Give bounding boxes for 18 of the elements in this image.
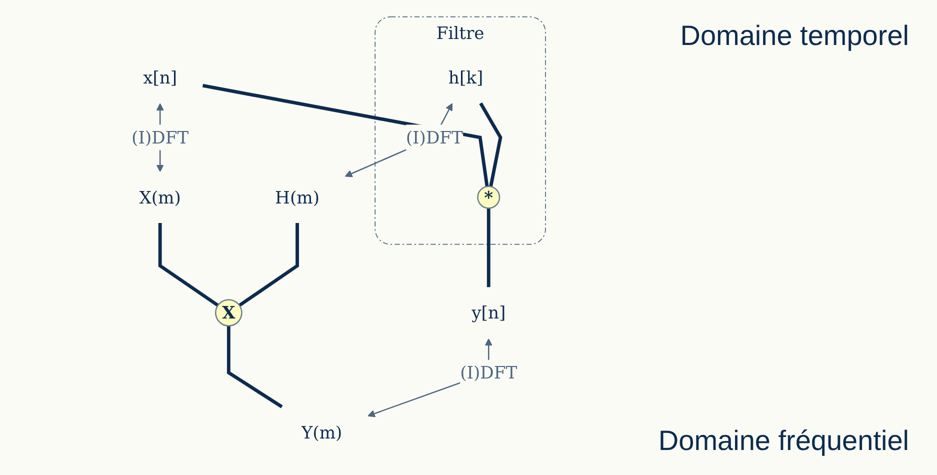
node-text: y[n] — [472, 302, 506, 324]
edge-label: (I)DFT — [460, 362, 518, 383]
edge-label: (I)DFT — [406, 127, 464, 148]
node-text: h[k] — [448, 67, 484, 88]
edge-label: (I)DFT — [132, 127, 190, 148]
connector — [487, 208, 491, 288]
node-text: x[n] — [144, 67, 178, 88]
connector — [238, 222, 300, 307]
connector — [480, 102, 503, 187]
node-text: Y(m) — [302, 422, 343, 443]
domain-heading: Domaine temporel — [680, 20, 909, 52]
node-circle: X — [215, 299, 243, 326]
connector — [158, 222, 220, 307]
connector — [227, 326, 284, 408]
node-text: H(m) — [276, 187, 320, 208]
domain-heading: Domaine fréquentiel — [658, 425, 909, 457]
node-circle: * — [478, 186, 501, 209]
node-text: X(m) — [140, 187, 182, 208]
